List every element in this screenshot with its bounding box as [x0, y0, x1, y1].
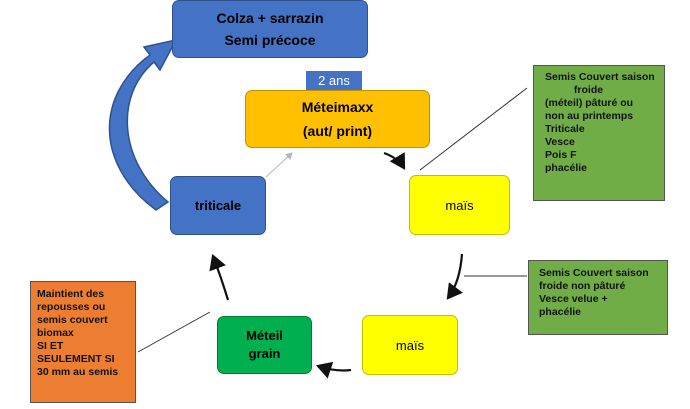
leader-note-right-top [419, 87, 528, 171]
node-colza-line-2: Semi précoce [224, 32, 316, 48]
note-left-line: Maintient des [37, 288, 105, 300]
arrow-triticale-to-meteimaxx [265, 152, 293, 178]
note-left-line: SEULEMENT SI [37, 353, 115, 365]
leader-note-left [137, 311, 211, 353]
node-colza-line-1: Colza + sarrazin [216, 10, 324, 26]
badge-2-ans-text: 2 ans [318, 73, 350, 88]
node-mais-bottom-text: maïs [395, 337, 425, 353]
note-left-line: biomax [37, 327, 74, 339]
node-meteimaxx-line-1: Méteimaxx [301, 99, 374, 115]
note-rt-line: froide [573, 84, 604, 96]
note-rb-line: phacélie [539, 306, 582, 318]
note-couvert-paturage: Semis Couvert saison froide (méteil) pât… [533, 65, 665, 201]
node-meteimaxx-line-2: (aut/ print) [302, 123, 373, 139]
node-meteimaxx: Méteimaxx (aut/ print) [245, 90, 430, 148]
node-colza-sarrazin: Colza + sarrazin Semi précoce [172, 0, 368, 58]
note-rb-line: Semis Couvert saison [539, 267, 649, 279]
note-left-line: SI ET [37, 340, 64, 352]
note-rt-line: Pois F [545, 149, 577, 161]
note-left-line: 30 mm au semis [37, 366, 119, 378]
arrow-mais-to-mais [446, 253, 464, 300]
arrow-meteimaxx-to-mais [383, 151, 406, 170]
note-rt-line: phacélie [545, 162, 588, 174]
arrow-meteil-to-triticale [209, 253, 230, 301]
note-left-line: semis couvert [37, 314, 108, 326]
note-rt-line: Vesce [545, 136, 575, 148]
node-triticale: triticale [170, 176, 266, 235]
note-repousses-biomax: Maintient des repousses ou semis couvert… [30, 281, 136, 403]
curved-arrow-triticale-to-colza [108, 38, 178, 211]
note-left-line: repousses ou [37, 301, 106, 313]
note-couvert-non-pature: Semis Couvert saison froide non pâturé V… [528, 260, 668, 335]
arrow-mais-to-meteil [315, 361, 352, 379]
note-rt-line: non au printemps [545, 110, 634, 122]
node-mais-top-text: maïs [445, 197, 474, 213]
note-rt-line: Triticale [545, 123, 585, 135]
badge-2-ans: 2 ans [306, 71, 362, 90]
node-mais-top: maïs [409, 175, 510, 235]
note-rb-line: froide non pâturé [539, 280, 626, 292]
node-triticale-text: triticale [194, 198, 242, 213]
note-rt-line: Semis Couvert saison [545, 71, 655, 83]
node-meteil-grain: Méteil grain [217, 316, 312, 374]
note-rb-line: Vesce velue + [539, 293, 608, 305]
node-meteil-line-1: Méteil [246, 328, 283, 343]
node-mais-bottom: maïs [362, 315, 458, 375]
note-rt-line: (méteil) pâturé ou [545, 97, 634, 109]
node-meteil-line-2: grain [248, 346, 281, 361]
